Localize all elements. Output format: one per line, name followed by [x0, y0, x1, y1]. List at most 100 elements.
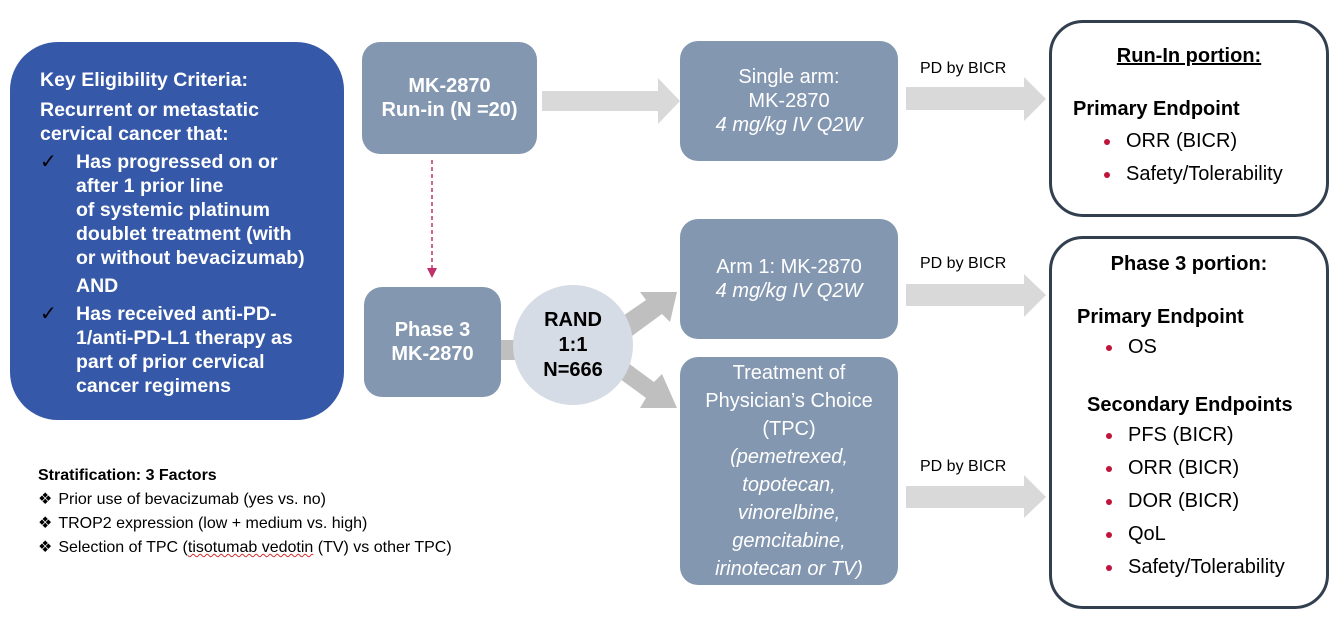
arm1-dose: 4 mg/kg IV Q2W — [715, 280, 863, 302]
runin-primary-heading: Primary Endpoint — [1073, 98, 1240, 120]
arrow-arm1-to-endpoints — [906, 274, 1046, 317]
diamond-bullet-icon: ❖ — [38, 491, 53, 508]
bullet-icon — [1104, 138, 1110, 145]
stratification-factor: ❖ Selection of TPC (tisotumab vedotin (TV… — [38, 536, 452, 560]
eligibility-criteria-box: Key Eligibility Criteria: Recurrent or m… — [10, 42, 344, 420]
endpoint-label: PFS (BICR) — [1128, 424, 1234, 446]
phase3-drug: MK-2870 — [391, 343, 474, 365]
eligibility-intro-line-2: cervical cancer that: — [40, 123, 229, 145]
eligibility-intro-line-1: Recurrent or metastatic — [40, 99, 259, 121]
criterion-2-line: cancer regimens — [76, 375, 232, 397]
endpoint-item: DOR (BICR) — [1106, 485, 1326, 518]
stratification-factor: ❖ Prior use of bevacizumab (yes vs. no) — [38, 488, 452, 512]
single-arm-label: Single arm: — [738, 66, 840, 88]
phase3-primary-heading: Primary Endpoint — [1077, 306, 1244, 328]
factor-text: TROP2 expression (low + medium vs. high) — [58, 515, 368, 532]
runin-endpoints-box: Run-In portion: Primary Endpoint ORR (BI… — [1049, 20, 1329, 217]
single-arm-drug: MK-2870 — [748, 90, 830, 112]
endpoint-item: ORR (BICR) — [1104, 125, 1326, 158]
runin-primary-list: ORR (BICR) Safety/Tolerability — [1104, 125, 1326, 191]
bullet-icon — [1106, 465, 1112, 472]
runin-endpoints-title: Run-In portion: — [1116, 45, 1262, 67]
criterion-1-line: or without bevacizumab) — [76, 247, 305, 269]
randomization-circle: RAND 1:1 N=666 — [513, 285, 633, 405]
criterion-2-line: Has received anti-PD- — [76, 303, 277, 325]
endpoint-item: PFS (BICR) — [1106, 419, 1326, 452]
criterion-2: ✓ Has received anti-PD- 1/anti-PD-L1 the… — [40, 302, 324, 398]
criterion-1-line: after 1 prior line — [76, 175, 224, 197]
criterion-1-line: doublet treatment (with — [76, 223, 292, 245]
criterion-1-line: of systemic platinum — [76, 199, 270, 221]
tpc-line-1: Treatment of — [732, 362, 846, 384]
stratification-heading: Stratification: 3 Factors — [38, 467, 217, 484]
rand-n: N=666 — [543, 358, 603, 381]
phase3-endpoints-title: Phase 3 portion: — [1110, 253, 1268, 275]
pd-label-arm1: PD by BICR — [920, 255, 1007, 272]
dashed-arrowhead — [427, 268, 437, 278]
bullet-icon — [1106, 498, 1112, 505]
bullet-icon — [1104, 171, 1110, 178]
rand-ratio: 1:1 — [558, 333, 588, 356]
factor-text: Prior use of bevacizumab (yes vs. no) — [58, 491, 327, 508]
tpc-line-3: (TPC) — [762, 418, 816, 440]
stratification-block: Stratification: 3 Factors ❖ Prior use of … — [38, 464, 452, 560]
stratification-factor: ❖ TROP2 expression (low + medium vs. high… — [38, 512, 452, 536]
endpoint-label: Safety/Tolerability — [1126, 163, 1283, 185]
phase3-primary-list: OS — [1106, 331, 1326, 364]
single-arm-box: Single arm: MK-2870 4 mg/kg IV Q2W — [680, 41, 898, 161]
bullet-icon — [1106, 432, 1112, 439]
endpoint-label: DOR (BICR) — [1128, 490, 1240, 512]
endpoint-item: ORR (BICR) — [1106, 452, 1326, 485]
runin-size: Run-in (N =20) — [381, 99, 518, 121]
endpoint-item: OS — [1106, 331, 1326, 364]
bullet-icon — [1106, 344, 1112, 351]
diamond-bullet-icon: ❖ — [38, 539, 53, 556]
tpc-drug: vinorelbine, — [737, 502, 841, 524]
phase3-endpoints-box: Phase 3 portion: Primary Endpoint OS Sec… — [1049, 236, 1329, 609]
arrow-tpc-to-endpoints — [906, 475, 1046, 518]
phase3-secondary-heading: Secondary Endpoints — [1087, 394, 1293, 416]
criterion-2-line: part of prior cervical — [76, 351, 265, 373]
phase3-secondary-list: PFS (BICR) ORR (BICR) DOR (BICR) QoL Saf… — [1106, 419, 1326, 584]
bullet-icon — [1106, 531, 1112, 538]
pd-label-runin: PD by BICR — [920, 60, 1007, 77]
criteria-connector: AND — [76, 275, 119, 297]
endpoint-item: Safety/Tolerability — [1104, 158, 1326, 191]
arrow-rand-to-tpc — [616, 360, 677, 408]
factor-text: (TV) vs other TPC) — [313, 539, 452, 556]
criterion-1: ✓ Has progressed on or after 1 prior lin… — [40, 150, 324, 270]
arm1-box: Arm 1: MK-2870 4 mg/kg IV Q2W — [680, 219, 898, 339]
tpc-line-2: Physician’s Choice — [705, 390, 873, 412]
factor-text: Selection of TPC ( — [58, 539, 188, 556]
criterion-2-line: 1/anti-PD-L1 therapy as — [76, 327, 293, 349]
single-arm-dose: 4 mg/kg IV Q2W — [715, 114, 863, 136]
tpc-drug: topotecan, — [742, 474, 836, 496]
arm1-label: Arm 1: MK-2870 — [716, 256, 862, 278]
tpc-drug: (pemetrexed, — [730, 446, 848, 468]
eligibility-title: Key Eligibility Criteria: — [40, 69, 249, 91]
phase3-label: Phase 3 — [394, 319, 471, 341]
runin-box: MK-2870 Run-in (N =20) — [362, 42, 537, 154]
tpc-drug: irinotecan or TV) — [715, 558, 863, 580]
bullet-icon — [1106, 564, 1112, 571]
arrow-runin-to-single-arm — [542, 78, 680, 124]
endpoint-item: Safety/Tolerability — [1106, 551, 1326, 584]
checkmark-icon: ✓ — [40, 151, 57, 173]
runin-drug: MK-2870 — [408, 75, 491, 97]
endpoint-item: QoL — [1106, 518, 1326, 551]
endpoint-label: Safety/Tolerability — [1128, 556, 1285, 578]
phase3-box: Phase 3 MK-2870 — [364, 287, 501, 397]
endpoint-label: ORR (BICR) — [1126, 130, 1238, 152]
pd-label-tpc: PD by BICR — [920, 458, 1007, 475]
endpoint-label: ORR (BICR) — [1128, 457, 1240, 479]
rand-label: RAND — [544, 308, 602, 331]
criterion-1-line: Has progressed on or — [76, 151, 278, 173]
spellcheck-flagged-text: tisotumab vedotin — [187, 539, 314, 556]
arrow-rand-to-arm1 — [620, 292, 677, 336]
tpc-box: Treatment of Physician’s Choice (TPC) (p… — [680, 357, 898, 585]
checkmark-icon: ✓ — [40, 303, 57, 325]
diamond-bullet-icon: ❖ — [38, 515, 53, 532]
arrow-single-arm-to-endpoints — [906, 77, 1046, 121]
endpoint-label: QoL — [1128, 523, 1166, 545]
